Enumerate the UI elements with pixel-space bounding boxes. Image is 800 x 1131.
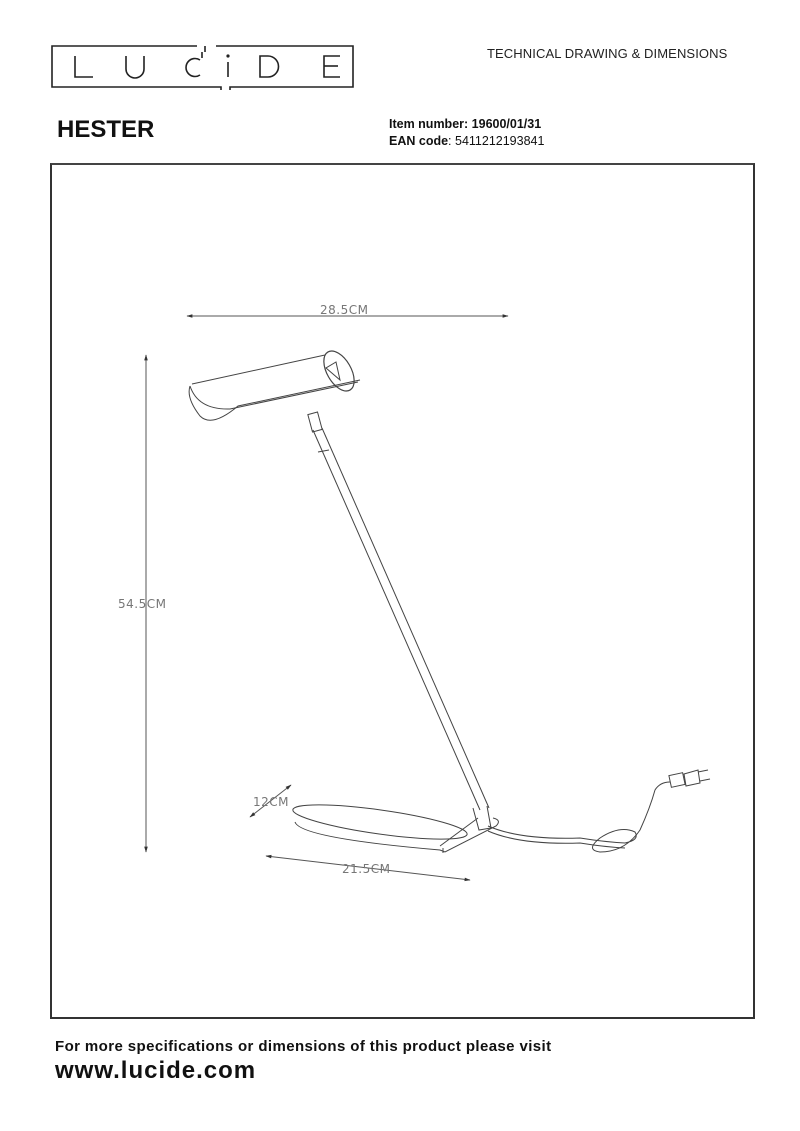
footer-text: For more specifications or dimensions of… — [55, 1038, 552, 1055]
dimension-base-width: 21.5CM — [265, 854, 471, 882]
item-number-row: Item number: 19600/01/31 — [389, 116, 544, 133]
dim-label-width-head: 28.5CM — [320, 303, 368, 317]
document-type-label: TECHNICAL DRAWING & DIMENSIONS — [487, 46, 728, 61]
dimension-base-depth: 12CM — [249, 784, 292, 818]
dimension-width-head: 28.5CM — [186, 303, 509, 318]
ean-label: EAN code — [389, 134, 449, 148]
ean-row: EAN code: 5411212193841 — [389, 133, 544, 150]
drawing-frame — [50, 163, 755, 1019]
ean-value: : 5411212193841 — [448, 134, 545, 148]
dim-label-base-width: 21.5CM — [342, 862, 390, 876]
dim-label-height: 54.5CM — [118, 597, 166, 611]
lamp-illustration — [188, 350, 711, 853]
item-number-value: 19600/01/31 — [471, 117, 542, 131]
website-link[interactable]: www.lucide.com — [55, 1057, 257, 1084]
lucide-logo — [51, 45, 354, 90]
dimension-height: 54.5CM — [118, 354, 166, 853]
item-number-label: Item number: — [389, 117, 469, 131]
product-name: HESTER — [57, 116, 155, 143]
dim-label-base-depth: 12CM — [253, 795, 289, 809]
product-meta: Item number: 19600/01/31 EAN code: 54112… — [389, 116, 544, 150]
